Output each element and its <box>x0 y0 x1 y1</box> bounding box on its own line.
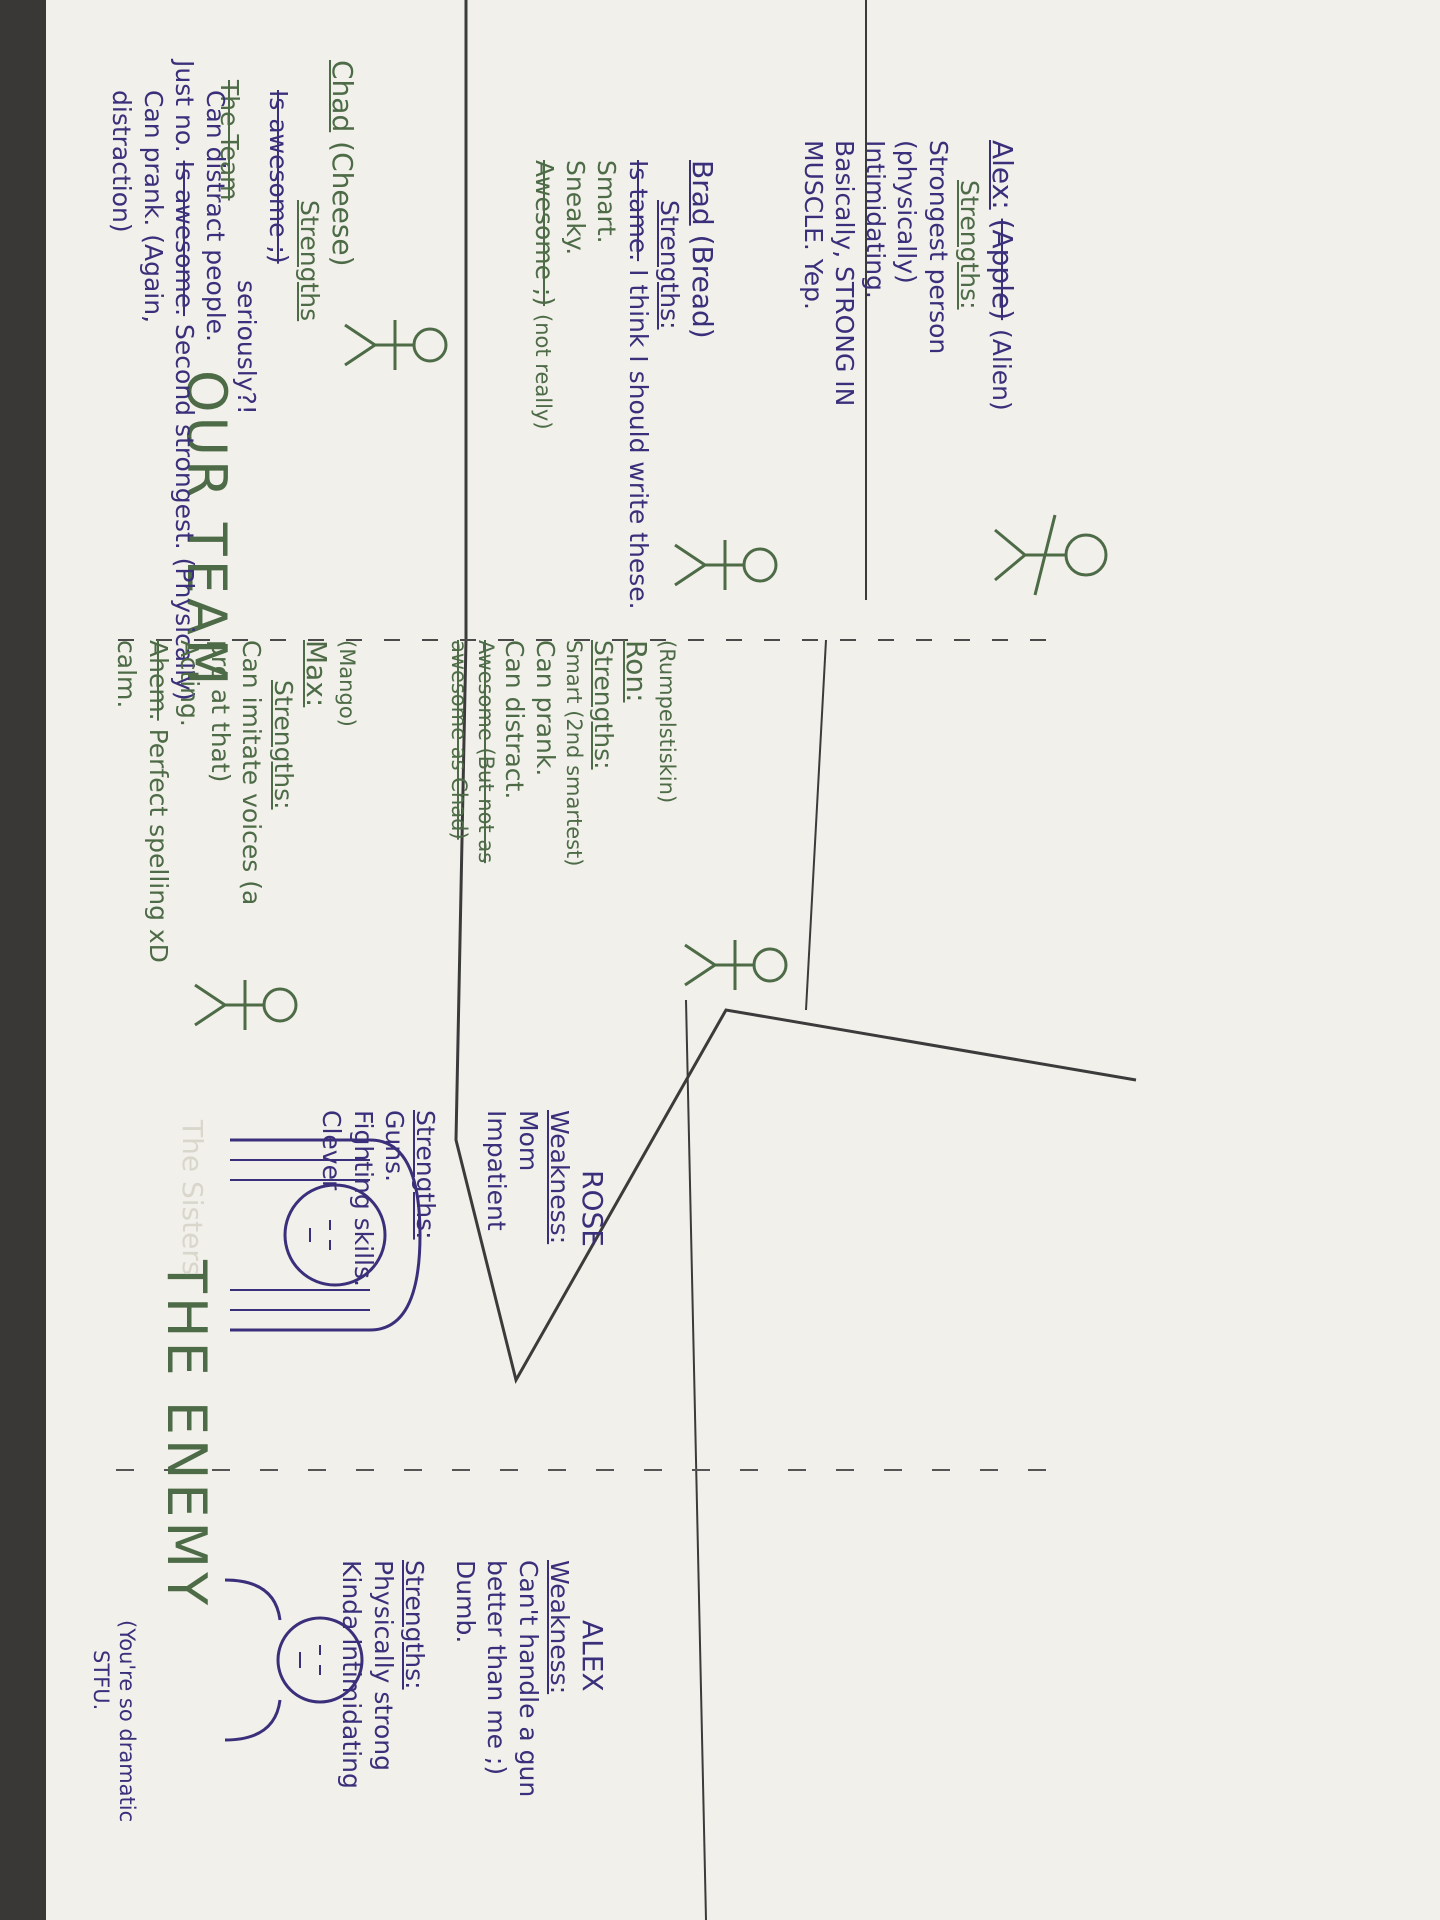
alex-team-section: Alex: (Apple) (Alien) Strengths: Stronge… <box>798 140 1021 460</box>
divider-lines <box>96 0 1137 1920</box>
chad-name: Chad <box>326 60 359 133</box>
alex-team-nick: (Alien) <box>987 329 1016 411</box>
max-strengths-label: Strengths: <box>268 680 298 810</box>
brad-item2: Smart. <box>592 160 622 244</box>
alex-enemy-strengths-label: Strengths: <box>400 1560 429 1690</box>
brad-struck-item: Is tame. <box>623 160 653 262</box>
brad-item1: I think I should write these. <box>623 269 653 610</box>
brad-item3: Sneaky. <box>561 160 591 256</box>
max-stick-figure <box>194 980 298 1030</box>
brad-item4-note: (not really) <box>531 314 555 430</box>
chad-struck-item: Is awesome ;) <box>263 90 293 264</box>
alex-enemy-w2: Dumb. <box>451 1560 481 1644</box>
brad-nick: (Bread) <box>686 234 719 339</box>
chad-struck-item2: Is awesome. <box>170 160 199 317</box>
chad-reaction: seriously?! <box>232 280 262 415</box>
ron-stick-figure <box>684 940 788 990</box>
chad-item4: Can prank. (Again, distraction) <box>107 90 168 324</box>
ron-box-line <box>805 639 827 1011</box>
ron-struck-item4: Awesome (But not as awesome as Chad) <box>447 640 498 864</box>
chad-aside: Just no. <box>170 60 199 153</box>
max-item4: calm. <box>112 640 142 709</box>
max-item2: Acting. <box>175 640 204 727</box>
rose-name: ROSE <box>576 1170 609 1247</box>
side-note: (You're so dramatic STFU. <box>88 1620 141 1822</box>
rose-portrait-drawing <box>230 1138 422 1332</box>
alex-enemy-weakness-label: Weakness: <box>545 1560 574 1695</box>
brad-struck-item3: Awesome ;) <box>530 160 559 307</box>
horizontal-divider-bottom <box>685 999 707 1920</box>
max-struck-item3: Ahem. <box>143 640 173 721</box>
rotated-writing-area: The Team OUR TEAM Chad (Cheese) Strength… <box>46 0 1440 1920</box>
side-reply: STFU. <box>88 1650 113 1711</box>
ron-item3: Can distract. <box>500 640 529 800</box>
alex-enemy-name: ALEX <box>576 1620 609 1692</box>
faint-title: The Sisters <box>176 1120 209 1276</box>
chad-section: Chad (Cheese) Strengths Is awesome ;) se… <box>106 60 360 701</box>
alex-team-item1: Strongest person (physically) <box>892 140 953 355</box>
the-enemy-title: THE ENEMY <box>155 1260 218 1610</box>
brad-name: Brad <box>686 160 719 226</box>
chad-stick-figure <box>344 320 448 370</box>
max-section: (Mango) Max: Strengths: Can imitate voic… <box>111 640 360 963</box>
ron-item2: Can prank. <box>531 640 561 777</box>
ron-strengths-label: Strengths: <box>588 640 618 770</box>
ron-name: Ron: <box>619 640 653 703</box>
alex-team-struck-nick: (Apple) <box>986 218 1019 321</box>
alex-team-item3: Basically, STRONG IN MUSCLE. Yep. <box>798 140 859 407</box>
chad-nick: (Cheese) <box>326 141 359 267</box>
alex-team-name: Alex: <box>986 140 1019 210</box>
chad-item2: Can distract people. <box>201 90 231 342</box>
brad-stick-figure <box>674 540 778 590</box>
max-nick: (Mango) <box>335 640 359 727</box>
max-name: Max: <box>299 640 333 708</box>
alex-team-item2: Intimidating. <box>861 140 891 299</box>
ron-item1: Smart (2nd smartest) <box>562 640 587 867</box>
ron-nick: (Rumpelstiskin) <box>655 640 679 804</box>
side-note-text: (You're so dramatic <box>115 1620 139 1823</box>
alex-enemy-portrait-drawing <box>224 1578 364 1742</box>
max-item1: Can imitate voices (a pro at that) <box>206 640 267 906</box>
alex-team-strengths-label: Strengths: <box>955 180 984 310</box>
rose-w2: Impatient <box>482 1110 512 1231</box>
paper-sheet: The Team OUR TEAM Chad (Cheese) Strength… <box>46 0 1440 1920</box>
alex-team-stick-figure <box>994 514 1108 596</box>
rose-w1: Mom <box>513 1110 543 1172</box>
rose-weakness-label: Weakness: <box>545 1110 574 1245</box>
vertical-page-divider <box>454 0 1137 1385</box>
chad-strengths-label: Strengths <box>295 200 324 322</box>
ron-section: (Rumpelstiskin) Ron: Strengths: Smart (2… <box>446 640 680 890</box>
max-item3: Perfect spelling xD <box>143 728 173 963</box>
alex-enemy-w1: Can't handle a gun better than me ;) <box>482 1560 543 1798</box>
